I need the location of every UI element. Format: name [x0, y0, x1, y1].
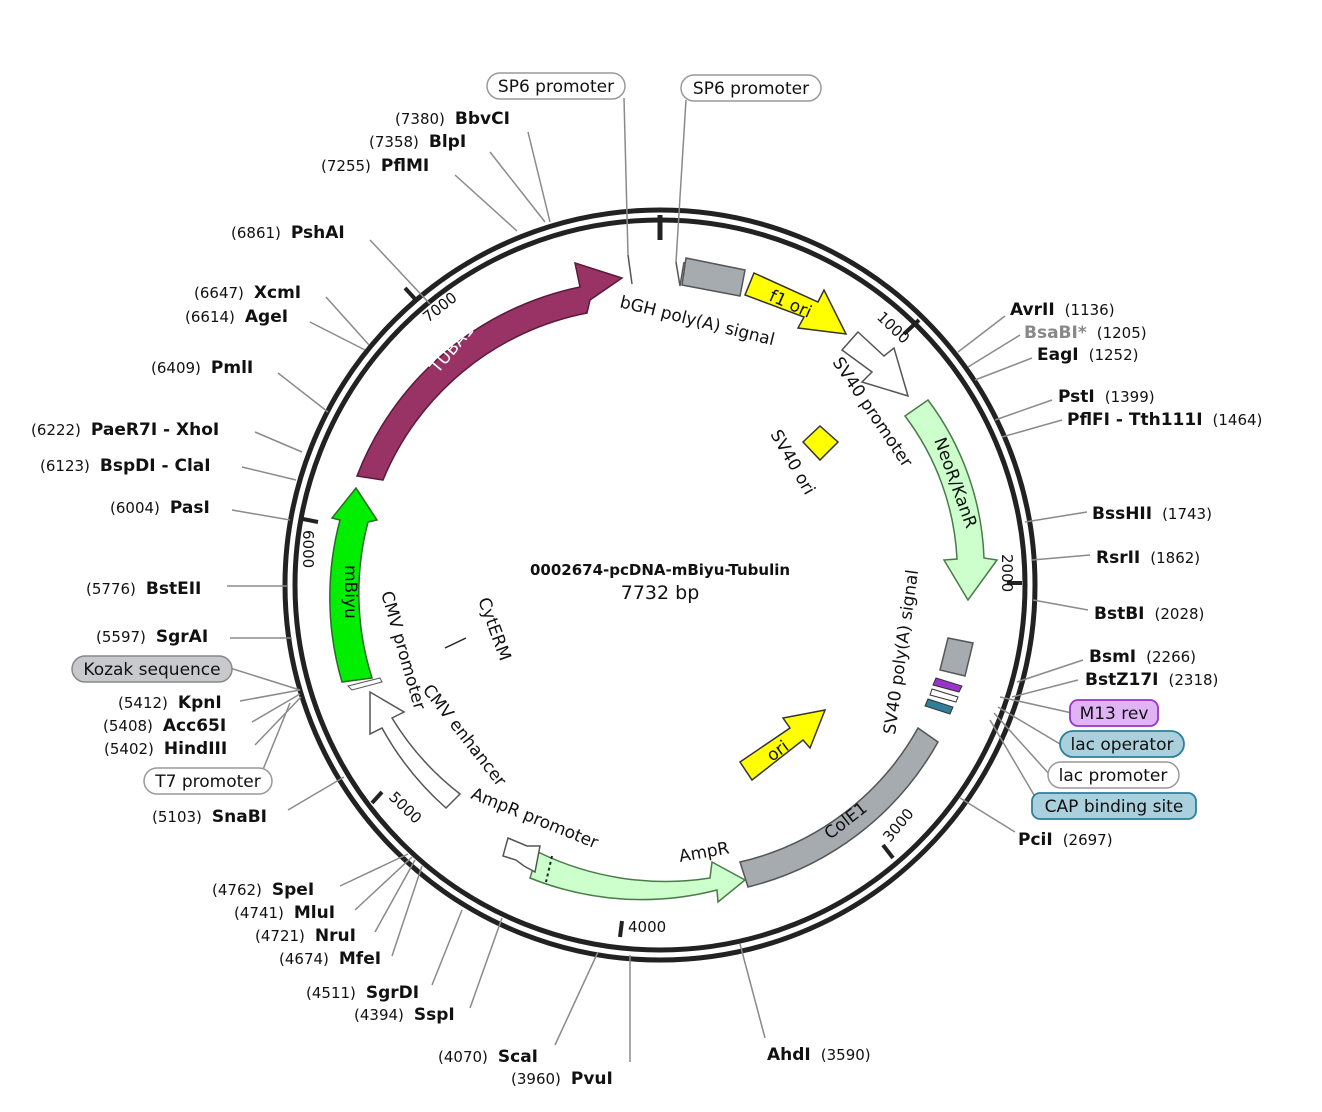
lac-operator-badge[interactable]	[1059, 730, 1185, 758]
t7-promoter-badge[interactable]	[143, 767, 273, 795]
ampr-arrow[interactable]	[529, 850, 747, 904]
site-xcmi[interactable]: (6647)XcmI	[194, 283, 301, 303]
cmv-promoter-label: CMV promoter	[376, 589, 429, 712]
site-sgrdi[interactable]: (4511)SgrDI	[306, 983, 419, 1003]
site-bsmi[interactable]: BsmI(2266)	[1089, 647, 1196, 667]
site-ahdi[interactable]: AhdI(3590)	[767, 1045, 871, 1065]
ori-arrow[interactable]	[738, 709, 827, 782]
site-pflfi-tth111i[interactable]: PflFI - Tth111I(1464)	[1067, 410, 1262, 430]
mbiyu-arrow[interactable]	[329, 486, 379, 683]
site-pshai[interactable]: (6861)PshAI	[231, 223, 345, 243]
sp6-promoter-right-badge[interactable]	[680, 74, 822, 102]
site-kpni[interactable]: (5412)KpnI	[118, 693, 222, 713]
ampr-promoter-label: AmpR promoter	[468, 784, 601, 853]
site-sspi[interactable]: (4394)SspI	[354, 1005, 455, 1025]
site-hindiii[interactable]: (5402)HindIII	[104, 739, 227, 759]
lac-region-marks	[924, 677, 963, 715]
cap-binding-site-badge[interactable]	[1031, 792, 1197, 820]
bgh-label: bGH poly(A) signal	[618, 292, 777, 350]
restriction-sites-left: (7380)BbvCI (7358)BlpI (7255)PflMI (6861…	[31, 109, 631, 1089]
site-rsrii[interactable]: RsrII(1862)	[1096, 548, 1200, 568]
tick-6000: 6000	[299, 530, 317, 568]
sp6-promoter-left-text: SP6 promoter	[498, 77, 614, 97]
site-pflmi[interactable]: (7255)PflMI	[321, 156, 429, 176]
sv40-polya-block[interactable]	[939, 637, 974, 677]
tick-2000: 2000	[998, 554, 1016, 592]
site-paer7i-xhoi[interactable]: (6222)PaeR7I - XhoI	[31, 420, 219, 440]
site-eagi[interactable]: EagI(1252)	[1037, 345, 1138, 365]
sp6-promoter-left-badge[interactable]	[486, 72, 626, 100]
site-nrui[interactable]: (4721)NruI	[255, 926, 356, 946]
lac-promoter-badge[interactable]	[1047, 761, 1180, 789]
cyterm-mark	[444, 637, 467, 649]
site-mlui[interactable]: (4741)MluI	[234, 903, 335, 923]
site-bstz17i[interactable]: BstZ17I(2318)	[1085, 670, 1218, 690]
sp6-promoter-right-text: SP6 promoter	[693, 79, 809, 99]
feature-badges: SP6 promoter SP6 promoter Kozak sequence…	[71, 72, 1197, 820]
neor-arrow[interactable]	[903, 398, 999, 602]
tuba1b-arrow[interactable]	[355, 261, 624, 481]
tick-5000: 5000	[385, 788, 425, 827]
sv40-promoter-arrow[interactable]	[840, 330, 910, 398]
cyterm-label: CytERM	[473, 595, 514, 664]
sv40-polya-label: SV40 poly(A) signal	[880, 569, 923, 736]
site-scai[interactable]: (4070)ScaI	[438, 1047, 538, 1067]
lac-promoter-text: lac promoter	[1059, 766, 1168, 786]
site-bsabi[interactable]: BsaBI*(1205)	[1024, 323, 1147, 343]
m13-rev-text: M13 rev	[1080, 704, 1149, 724]
site-mfei[interactable]: (4674)MfeI	[279, 949, 381, 969]
bgh-block[interactable]	[681, 257, 746, 297]
site-pmli[interactable]: (6409)PmlI	[151, 358, 253, 378]
ampr-label: AmpR	[677, 838, 731, 867]
t7-promoter-text: T7 promoter	[154, 772, 261, 792]
site-snabi[interactable]: (5103)SnaBI	[152, 807, 267, 827]
kozak-text: Kozak sequence	[83, 660, 220, 680]
site-psti[interactable]: PstI(1399)	[1058, 387, 1155, 407]
f1ori-arrow[interactable]	[744, 271, 848, 335]
site-spei[interactable]: (4762)SpeI	[212, 880, 314, 900]
restriction-sites-right: AhdI(3590) AvrII(1136) BsaBI*(1205) EagI…	[739, 300, 1262, 1065]
site-agei[interactable]: (6614)AgeI	[185, 307, 288, 327]
site-sgrai[interactable]: (5597)SgrAI	[96, 627, 208, 647]
plasmid-length: 7732 bp	[621, 582, 700, 604]
ampr-promoter-arrow[interactable]	[502, 836, 541, 874]
site-blpi[interactable]: (7358)BlpI	[369, 132, 466, 152]
ampr-dotted-mark	[545, 855, 553, 883]
backbone	[282, 207, 1038, 963]
cole1-arrow[interactable]	[739, 726, 939, 888]
site-bsshii[interactable]: BssHII(1743)	[1092, 504, 1212, 524]
sv40-ori-diamond[interactable]	[801, 424, 840, 462]
site-avrii[interactable]: AvrII(1136)	[1010, 300, 1115, 320]
cap-binding-site-text: CAP binding site	[1045, 797, 1184, 817]
m13-rev-badge[interactable]	[1069, 699, 1159, 727]
site-bbvci[interactable]: (7380)BbvCI	[395, 109, 510, 129]
kozak-badge[interactable]	[71, 655, 233, 683]
cmv-enhancer-arrow[interactable]	[369, 690, 462, 810]
plasmid-name: 0002674-pcDNA-mBiyu-Tubulin	[530, 561, 790, 579]
site-acc65i[interactable]: (5408)Acc65I	[103, 716, 226, 736]
lac-operator-text: lac operator	[1070, 735, 1173, 755]
site-pasi[interactable]: (6004)PasI	[110, 498, 210, 518]
site-bsteii[interactable]: (5776)BstEII	[86, 579, 201, 599]
site-bspdi-clai[interactable]: (6123)BspDI - ClaI	[40, 456, 211, 476]
sp6-marks	[347, 254, 685, 691]
tick-4000: 4000	[628, 918, 666, 936]
site-bstbi[interactable]: BstBI(2028)	[1094, 604, 1204, 624]
site-pvui[interactable]: (3960)PvuI	[511, 1069, 613, 1089]
mbiyu-label: mBiyu	[340, 565, 360, 619]
site-pcii[interactable]: PciI(2697)	[1018, 830, 1113, 850]
